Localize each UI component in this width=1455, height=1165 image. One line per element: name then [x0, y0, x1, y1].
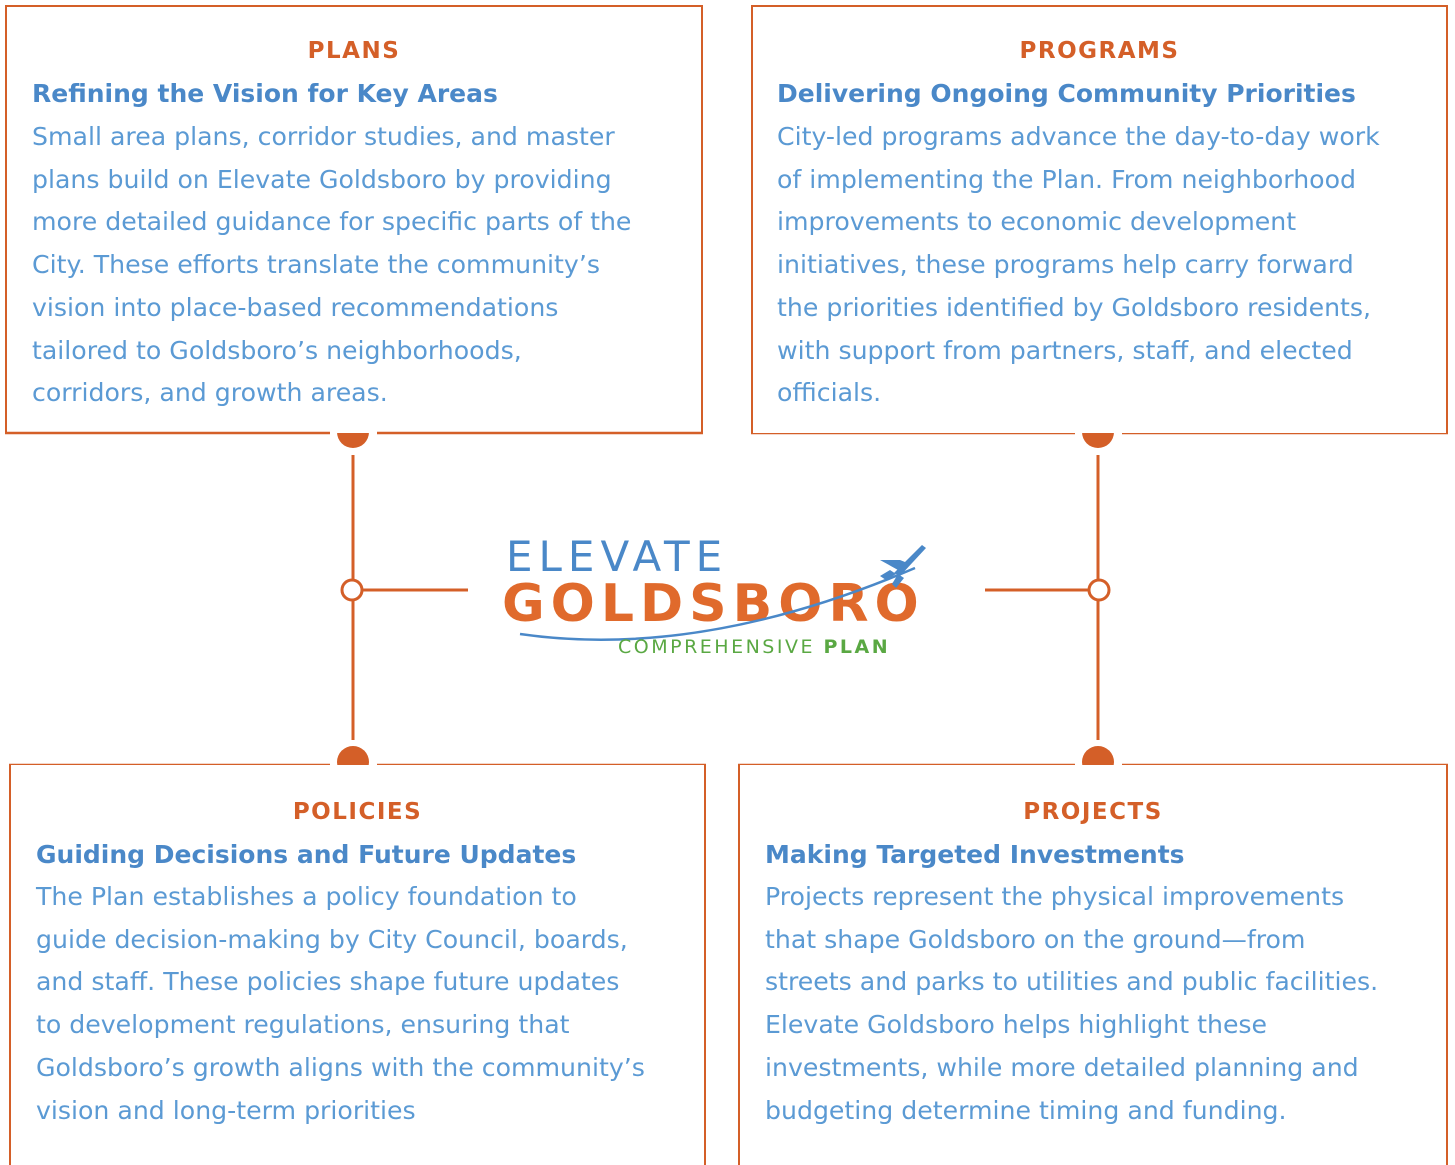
card-projects-line: Elevate Goldsboro helps highlight these	[765, 1010, 1268, 1040]
card-policies-line: vision and long-term priorities	[36, 1095, 416, 1125]
card-policies-line: and staff. These policies shape future u…	[36, 967, 620, 997]
node-right-junction	[1087, 578, 1111, 602]
card-programs-line: City-led programs advance the day-to-day…	[777, 122, 1380, 151]
card-programs-line: the priorities identified by Goldsboro r…	[777, 292, 1372, 322]
card-plans-line: more detailed guidance for specific part…	[32, 207, 632, 237]
card-programs-line: improvements to economic development	[777, 207, 1297, 237]
logo-subtitle: COMPREHENSIVE PLAN	[618, 636, 890, 658]
elevate-goldsboro-logo: ELEVATE GOLDSBORO COMPREHENSIVE PLAN	[500, 530, 960, 660]
card-programs-body: City-led programs advance the day-to-day…	[777, 116, 1380, 415]
card-projects-line: that shape Goldsboro on the ground—from	[765, 924, 1306, 954]
card-programs-line: with support from partners, staff, and e…	[777, 335, 1353, 365]
card-plans-line: City. These efforts translate the commun…	[32, 250, 600, 280]
card-policies-line: to development regulations, ensuring tha…	[36, 1010, 570, 1040]
card-programs: PROGRAMS Delivering Ongoing Community Pr…	[751, 5, 1448, 433]
card-policies-heading: POLICIES	[292, 799, 423, 825]
card-plans-line: Small area plans, corridor studies, and …	[32, 122, 615, 151]
card-programs-line: of implementing the Plan. From neighborh…	[777, 164, 1356, 194]
card-projects-line: Projects represent the physical improvem…	[765, 882, 1345, 911]
logo-elevate-text: ELEVATE	[506, 532, 729, 581]
card-programs-line: initiatives, these programs help carry f…	[777, 250, 1354, 280]
jet-icon	[880, 545, 926, 588]
card-projects-line: budgeting determine timing and funding.	[765, 1095, 1287, 1125]
card-plans-body: Small area plans, corridor studies, and …	[32, 116, 631, 415]
node-left-junction	[340, 578, 364, 602]
card-projects-line: investments, while more detailed plannin…	[765, 1052, 1359, 1082]
card-projects-body: Projects represent the physical improvem…	[765, 876, 1378, 1132]
card-plans-heading: PLANS	[307, 38, 401, 64]
logo-subtitle-plan: PLAN	[823, 636, 891, 658]
card-programs-heading: PROGRAMS	[1019, 38, 1180, 64]
card-projects-heading: PROJECTS	[1023, 799, 1163, 825]
logo-goldsboro-text: GOLDSBORO	[502, 574, 925, 634]
card-plans-line: corridors, and growth areas.	[32, 378, 388, 408]
card-policies: POLICIES Guiding Decisions and Future Up…	[9, 765, 706, 1165]
card-projects-line: streets and parks to utilities and publi…	[765, 967, 1379, 997]
card-plans-subheading: Refining the Vision for Key Areas	[32, 79, 498, 108]
card-plans-line: plans build on Elevate Goldsboro by prov…	[32, 164, 612, 194]
card-programs-line: officials.	[777, 378, 882, 408]
card-plans-line: tailored to Goldsboro’s neighborhoods,	[32, 335, 522, 365]
card-projects-subheading: Making Targeted Investments	[765, 840, 1185, 869]
card-programs-subheading: Delivering Ongoing Community Priorities	[777, 79, 1356, 108]
card-policies-line: guide decision-making by City Council, b…	[36, 924, 628, 954]
card-policies-line: The Plan establishes a policy foundation…	[36, 882, 577, 911]
card-policies-subheading: Guiding Decisions and Future Updates	[36, 840, 577, 869]
card-plans-line: vision into place-based recommendations	[32, 292, 559, 322]
card-policies-line: Goldsboro’s growth aligns with the commu…	[36, 1052, 645, 1082]
card-policies-body: The Plan establishes a policy foundation…	[36, 876, 645, 1132]
logo-subtitle-comprehensive: COMPREHENSIVE	[618, 636, 815, 658]
logo-swoosh	[519, 566, 916, 641]
card-plans: PLANS Refining the Vision for Key Areas …	[5, 5, 703, 433]
card-projects: PROJECTS Making Targeted Investments Pro…	[738, 765, 1448, 1165]
